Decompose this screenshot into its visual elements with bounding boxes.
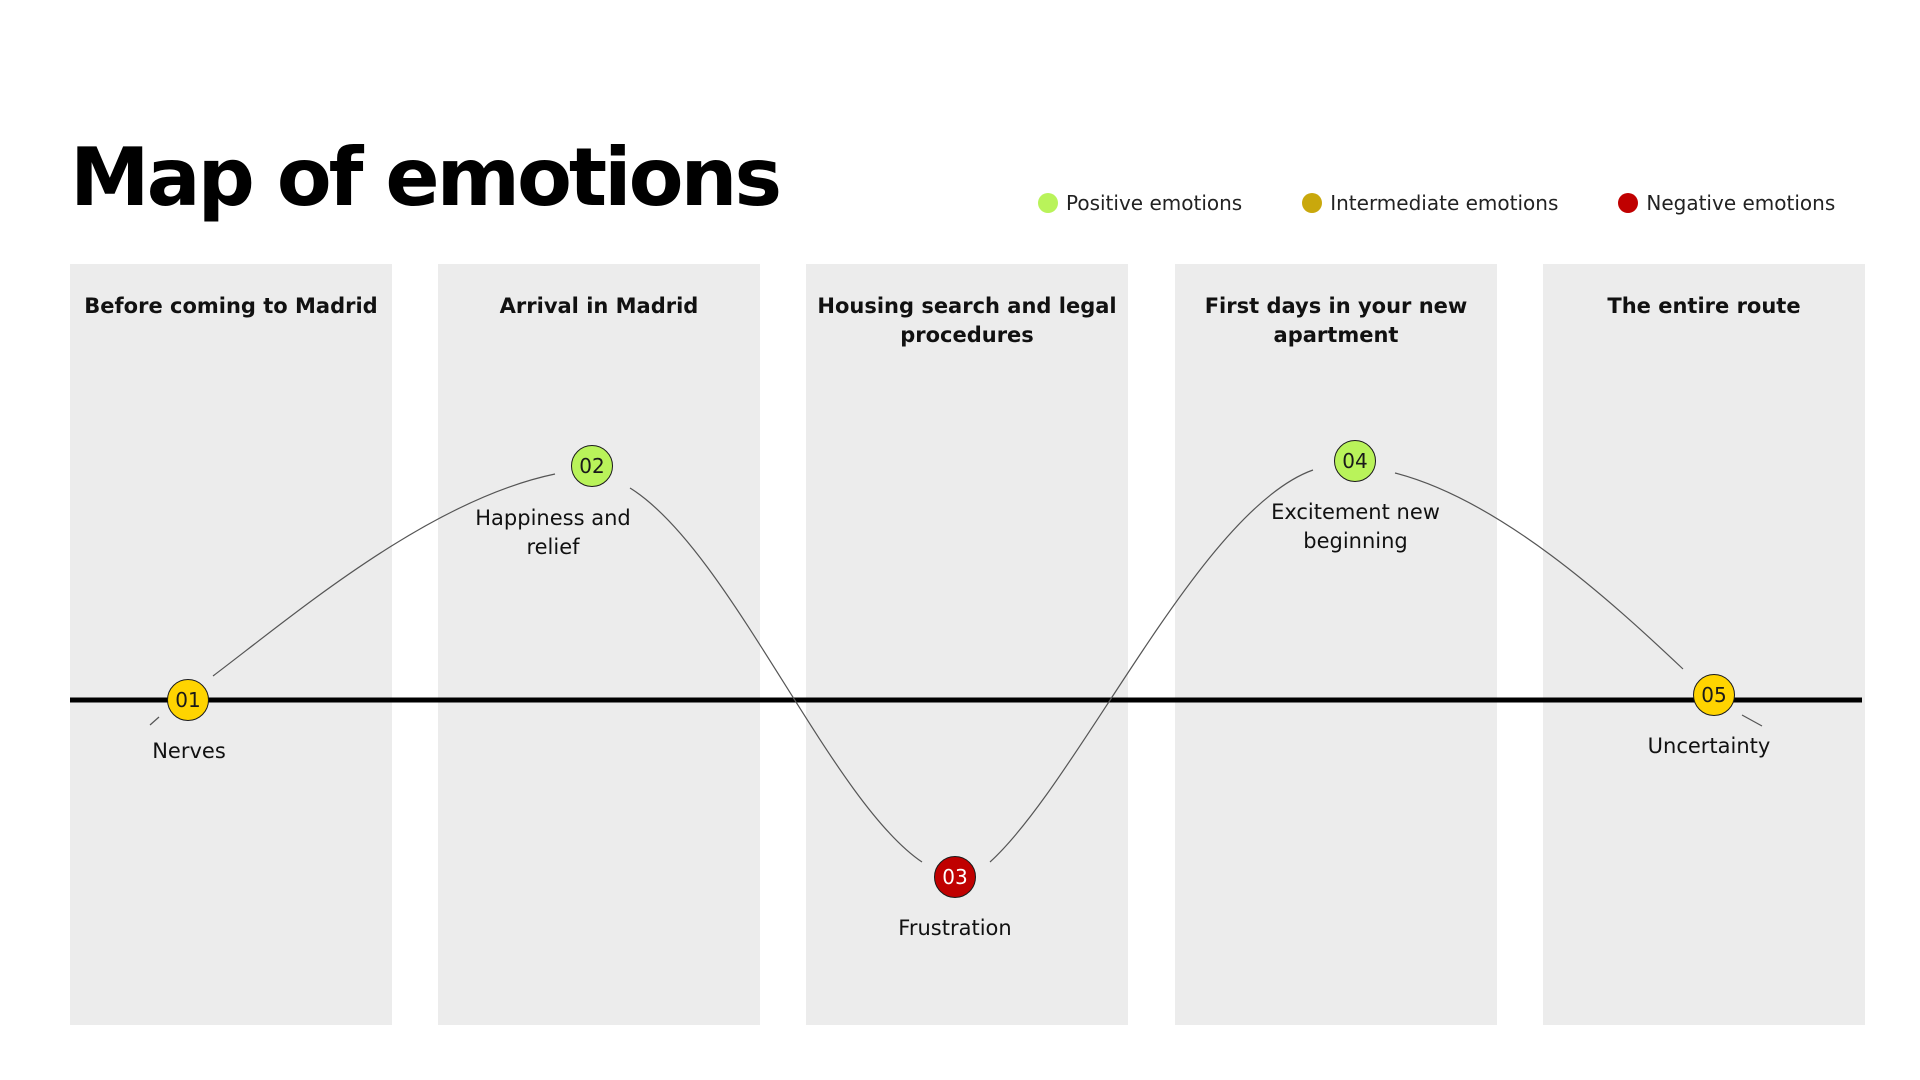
emotion-label-nerves: Nerves <box>152 739 226 763</box>
emotion-point-01: 01 <box>167 679 209 721</box>
point-number: 04 <box>1342 449 1368 473</box>
stage-title: Arrival in Madrid <box>499 294 699 318</box>
curve-tail <box>149 716 160 726</box>
stage-title: First days in your new apartment <box>1204 294 1468 347</box>
legend-item-positive: Positive emotions <box>1038 191 1242 215</box>
curve-tail <box>1741 714 1763 727</box>
legend-item-negative: Negative emotions <box>1618 191 1835 215</box>
intermediate-dot-icon <box>1302 193 1323 213</box>
page-title: Map of emotions <box>70 131 782 224</box>
point-number: 03 <box>942 865 968 889</box>
positive-dot-icon <box>1038 193 1058 213</box>
stage-title: Housing search and legal procedures <box>817 294 1117 347</box>
emotion-point-04: 04 <box>1334 440 1376 482</box>
point-number: 01 <box>175 688 201 712</box>
negative-dot-icon <box>1618 193 1639 213</box>
stage-column-2: Arrival in Madrid <box>438 264 760 1025</box>
point-number: 02 <box>579 454 605 478</box>
legend: Positive emotions Intermediate emotions … <box>1038 188 1835 218</box>
legend-label-intermediate: Intermediate emotions <box>1330 191 1559 215</box>
point-number: 05 <box>1701 683 1727 707</box>
stage-title: Before coming to Madrid <box>84 294 378 318</box>
emotion-label-uncertainty: Uncertainty <box>1647 734 1771 758</box>
stage-column-3: Housing search and legal procedures <box>806 264 1128 1025</box>
emotion-label-happiness: Happiness and relief <box>475 506 631 559</box>
legend-item-intermediate: Intermediate emotions <box>1302 191 1558 215</box>
stage-column-5: The entire route <box>1543 264 1865 1025</box>
curve-segment <box>989 469 1314 863</box>
emotion-point-05: 05 <box>1693 674 1735 716</box>
emotion-point-03: 03 <box>934 856 976 898</box>
curve-segment <box>212 473 556 677</box>
legend-label-positive: Positive emotions <box>1066 191 1243 215</box>
curve-segment <box>629 487 923 863</box>
stage-column-1: Before coming to Madrid <box>70 264 392 1025</box>
legend-label-negative: Negative emotions <box>1646 191 1836 215</box>
emotion-label-excitement: Excitement new beginning <box>1271 500 1440 553</box>
emotion-point-02: 02 <box>571 445 613 487</box>
curve-segment <box>1394 472 1684 670</box>
stage-column-4: First days in your new apartment <box>1175 264 1497 1025</box>
stage-title: The entire route <box>1607 294 1801 318</box>
emotion-label-frustration: Frustration <box>898 916 1012 940</box>
